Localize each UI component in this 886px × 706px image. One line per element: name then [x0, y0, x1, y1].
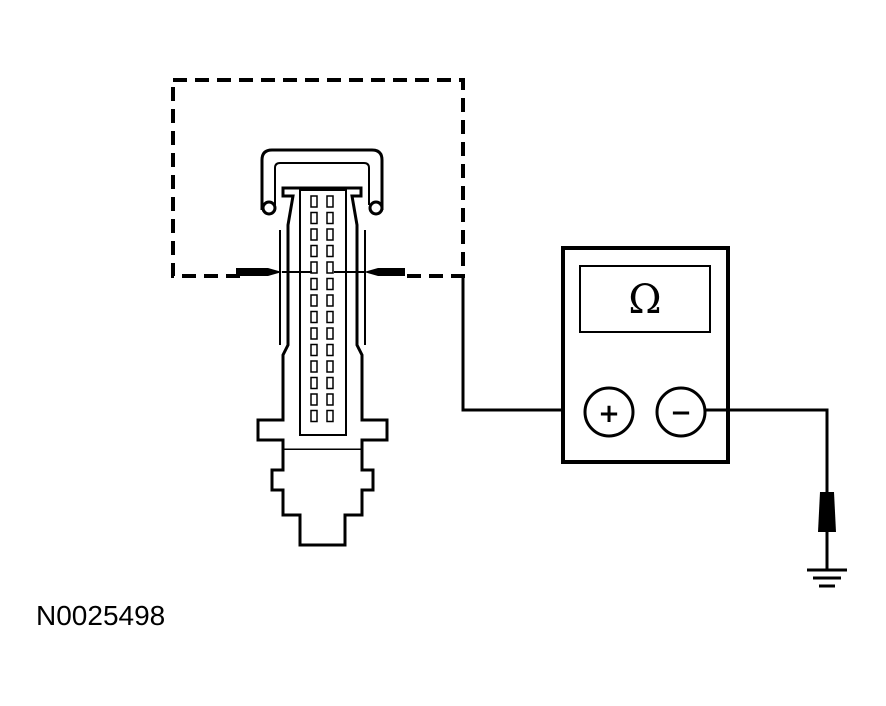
pin-cavity — [326, 376, 334, 390]
pin-cavity — [310, 294, 318, 307]
pin-cavity — [310, 409, 318, 423]
latch-hole-left — [261, 200, 277, 216]
pin-cavity — [326, 228, 334, 241]
pin-cavity — [310, 277, 318, 291]
pin-cavity — [326, 261, 334, 274]
negative-terminal — [655, 386, 707, 438]
pin-cavity — [310, 195, 318, 208]
pin-cavity — [326, 343, 334, 357]
ground-symbol-icon — [807, 568, 847, 588]
pin-cavity — [310, 343, 318, 357]
pin-cavity — [326, 211, 334, 225]
ohmmeter: Ω + − — [561, 246, 730, 464]
pin-cavity — [326, 244, 334, 258]
pin-cavity — [310, 228, 318, 241]
pin-cavity — [326, 409, 334, 423]
pin-cavity-block — [299, 189, 347, 436]
figure-id: N0025498 — [36, 600, 166, 631]
test-probe-left — [236, 268, 312, 276]
pin-cavity — [326, 310, 334, 324]
negative-test-lead — [705, 408, 829, 492]
positive-terminal — [583, 386, 635, 438]
pin-cavity — [326, 393, 334, 406]
pin-cavity — [310, 360, 318, 373]
pin-cavity — [326, 277, 334, 291]
pin-cavity — [310, 327, 318, 340]
pin-cavity — [310, 261, 318, 274]
pin-cavity — [326, 360, 334, 373]
positive-test-lead — [461, 276, 585, 412]
pin-cavity — [326, 294, 334, 307]
test-probe-right — [334, 268, 405, 276]
negative-terminal-label: − — [670, 398, 692, 428]
pin-cavity — [310, 211, 318, 225]
pin-cavity — [310, 310, 318, 324]
ohm-symbol: Ω — [628, 277, 661, 323]
pin-cavity — [326, 327, 334, 340]
ground-probe — [818, 492, 836, 570]
pin-cavity — [310, 376, 318, 390]
pin-cavities — [310, 195, 334, 423]
latch-hole-right — [368, 200, 384, 216]
pin-cavity — [310, 393, 318, 406]
pin-cavity — [326, 195, 334, 208]
connector-barrel — [270, 450, 375, 547]
ohmmeter-display — [579, 265, 711, 333]
component-boundary-dashed — [171, 78, 465, 278]
pin-cavity — [310, 244, 318, 258]
electrical-connector — [256, 148, 389, 547]
positive-terminal-label: + — [598, 399, 620, 429]
